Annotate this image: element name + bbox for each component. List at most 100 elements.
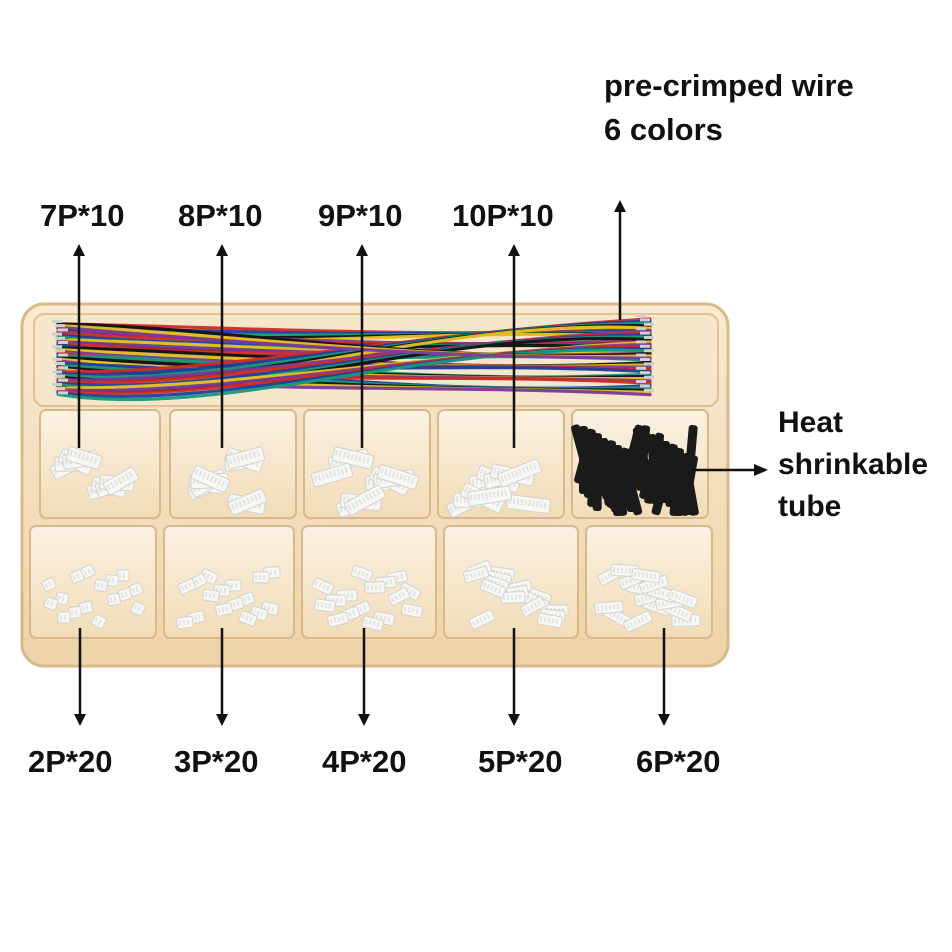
- connector-housing: [41, 577, 57, 592]
- heat-shrink-tube: [578, 429, 594, 498]
- connector-housing: [238, 610, 258, 627]
- label-2p: 2P*20: [28, 744, 113, 779]
- connector-housing: [466, 485, 513, 507]
- arrow-head: [73, 244, 85, 256]
- wire-terminal: [644, 388, 654, 392]
- wire-terminal: [644, 349, 654, 353]
- wire: [56, 325, 652, 360]
- connector-housings: [41, 446, 701, 633]
- wire-terminal: [640, 358, 650, 361]
- wire-terminal: [58, 378, 68, 382]
- connector-housing: [479, 578, 507, 599]
- connector-housing: [537, 612, 563, 629]
- arrow-head: [216, 714, 228, 726]
- connector-housing: [57, 611, 71, 624]
- wire-terminal: [640, 331, 650, 335]
- label-8p: 8P*10: [178, 198, 263, 233]
- connector-housing: [214, 602, 234, 617]
- connector-housing: [103, 466, 139, 496]
- connector-housing: [227, 488, 268, 516]
- wire-terminal: [636, 353, 646, 357]
- wire-terminal: [55, 374, 65, 378]
- heat-label-line3: tube: [778, 490, 842, 523]
- connector-housing: [105, 574, 119, 587]
- connector-housing: [310, 462, 354, 488]
- wire-terminal: [58, 341, 68, 344]
- wire-terminal: [55, 336, 65, 340]
- arrow-head: [508, 714, 520, 726]
- wire-terminal: [644, 336, 654, 339]
- wire-terminal: [52, 357, 62, 361]
- connector-housing: [78, 600, 94, 615]
- heat-shrink-tube: [682, 425, 698, 500]
- wire-terminal: [55, 324, 65, 328]
- label-4p: 4P*20: [322, 744, 407, 779]
- label-6p: 6P*20: [636, 744, 721, 779]
- connector-housing: [91, 614, 107, 629]
- label-5p: 5P*20: [478, 744, 563, 779]
- label-7p: 7P*10: [40, 198, 125, 233]
- pre-crimped-wire-bundle: [52, 314, 654, 402]
- wire-terminal: [640, 371, 650, 375]
- wire-terminal: [55, 362, 65, 365]
- connector-housing: [311, 577, 335, 596]
- connector-housing: [326, 611, 350, 628]
- connector-housing: [106, 592, 122, 607]
- connector-housing: [376, 464, 420, 490]
- wire-terminal: [636, 327, 646, 331]
- connector-housing: [631, 567, 661, 584]
- heat-label-line2: shrinkable: [778, 448, 929, 481]
- connector-housing: [506, 494, 551, 514]
- connector-housing: [117, 587, 133, 602]
- wire-terminal: [52, 383, 62, 386]
- label-3p: 3P*20: [174, 744, 259, 779]
- arrow-head: [74, 714, 86, 726]
- connector-housing: [190, 465, 231, 493]
- arrow-head: [356, 244, 368, 256]
- connector-housing: [497, 458, 542, 488]
- label-arrows: [73, 200, 768, 726]
- connector-housing: [387, 587, 411, 606]
- connector-housing: [400, 602, 424, 619]
- wire-terminal: [640, 384, 650, 388]
- heat-shrink-tube: [632, 431, 660, 504]
- connector-housing: [623, 610, 653, 633]
- wire-terminal: [52, 320, 62, 323]
- arrow-head: [216, 244, 228, 256]
- wire-terminal: [58, 366, 68, 370]
- wire-terminal: [644, 375, 654, 379]
- wire-terminal: [52, 370, 62, 374]
- heat-shrink-tubes: [571, 424, 699, 517]
- heat-shrink-tube: [660, 444, 675, 507]
- connector-housing: [462, 565, 490, 584]
- connector-housing: [520, 596, 546, 617]
- heat-shrink-tube: [646, 438, 665, 494]
- arrow-head: [358, 714, 370, 726]
- compartment: [29, 525, 157, 639]
- label-9p: 9P*10: [318, 198, 403, 233]
- label-10p: 10P*10: [452, 198, 554, 233]
- connector-housing: [350, 564, 374, 583]
- connector-housing: [54, 591, 70, 606]
- connector-housing: [202, 588, 220, 603]
- heat-shrink-tube: [674, 452, 684, 516]
- wire-terminal: [58, 328, 68, 332]
- connector-housing: [176, 615, 194, 630]
- wire-terminal: [640, 318, 650, 322]
- arrow-head: [508, 244, 520, 256]
- connector-housing: [344, 484, 386, 516]
- arrow-head: [614, 200, 626, 212]
- connector-housing: [130, 601, 146, 616]
- wire-terminal: [52, 345, 62, 349]
- connector-housing: [314, 598, 336, 613]
- wire-terminal: [58, 353, 68, 357]
- wire-terminal: [640, 344, 650, 348]
- wire-terminal: [636, 366, 646, 370]
- connector-housing: [594, 600, 624, 615]
- connector-housing: [331, 446, 375, 470]
- connector-housing: [468, 609, 496, 630]
- connector-housing: [69, 569, 85, 584]
- wire-terminal: [644, 362, 654, 366]
- connector-housing: [93, 578, 109, 593]
